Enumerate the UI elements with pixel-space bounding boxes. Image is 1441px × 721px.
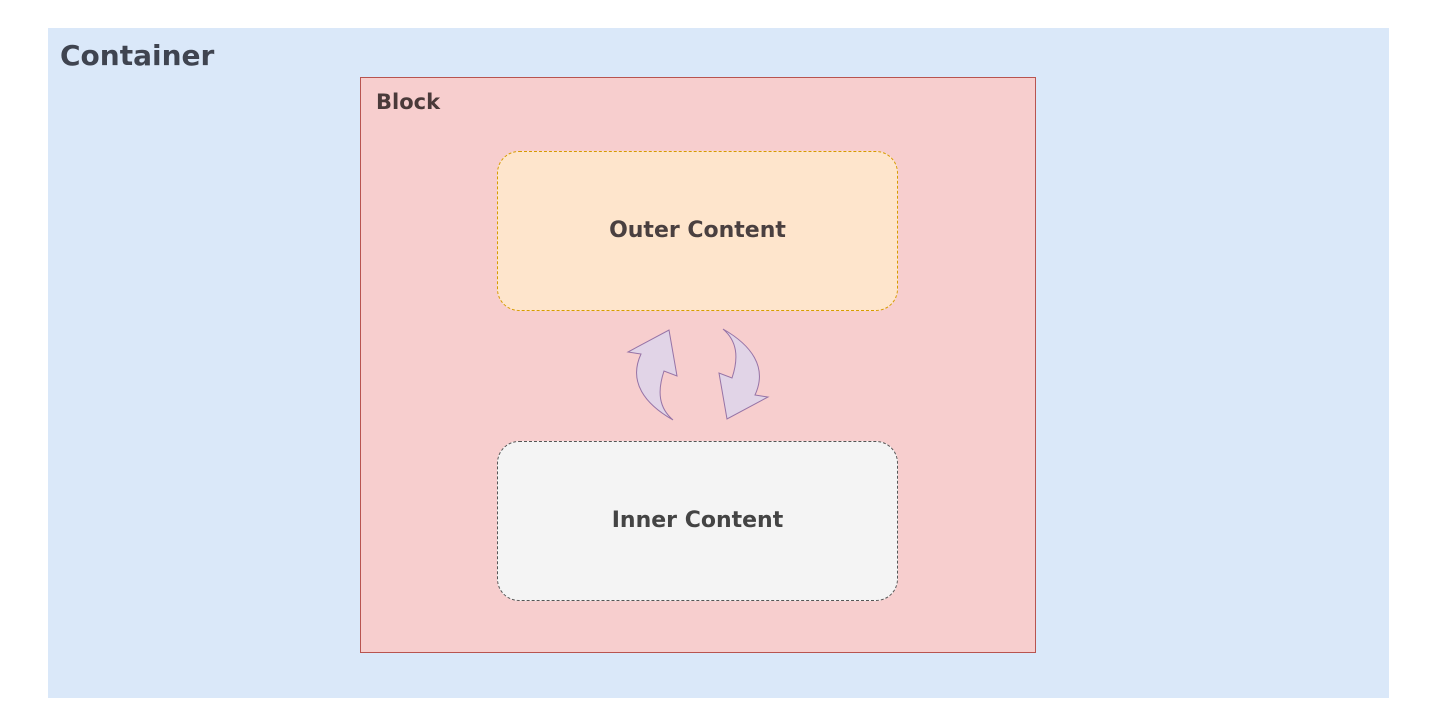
block-title: Block: [376, 90, 441, 114]
outer-content-box[interactable]: Outer Content: [497, 151, 898, 311]
container-title: Container: [60, 39, 215, 72]
curved-arrow-up-icon[interactable]: [626, 329, 678, 421]
exchange-arrows: [626, 328, 770, 421]
curved-arrow-down-icon[interactable]: [718, 328, 770, 420]
outer-content-label: Outer Content: [609, 218, 786, 243]
inner-content-box[interactable]: Inner Content: [497, 441, 898, 601]
inner-content-label: Inner Content: [611, 508, 784, 533]
